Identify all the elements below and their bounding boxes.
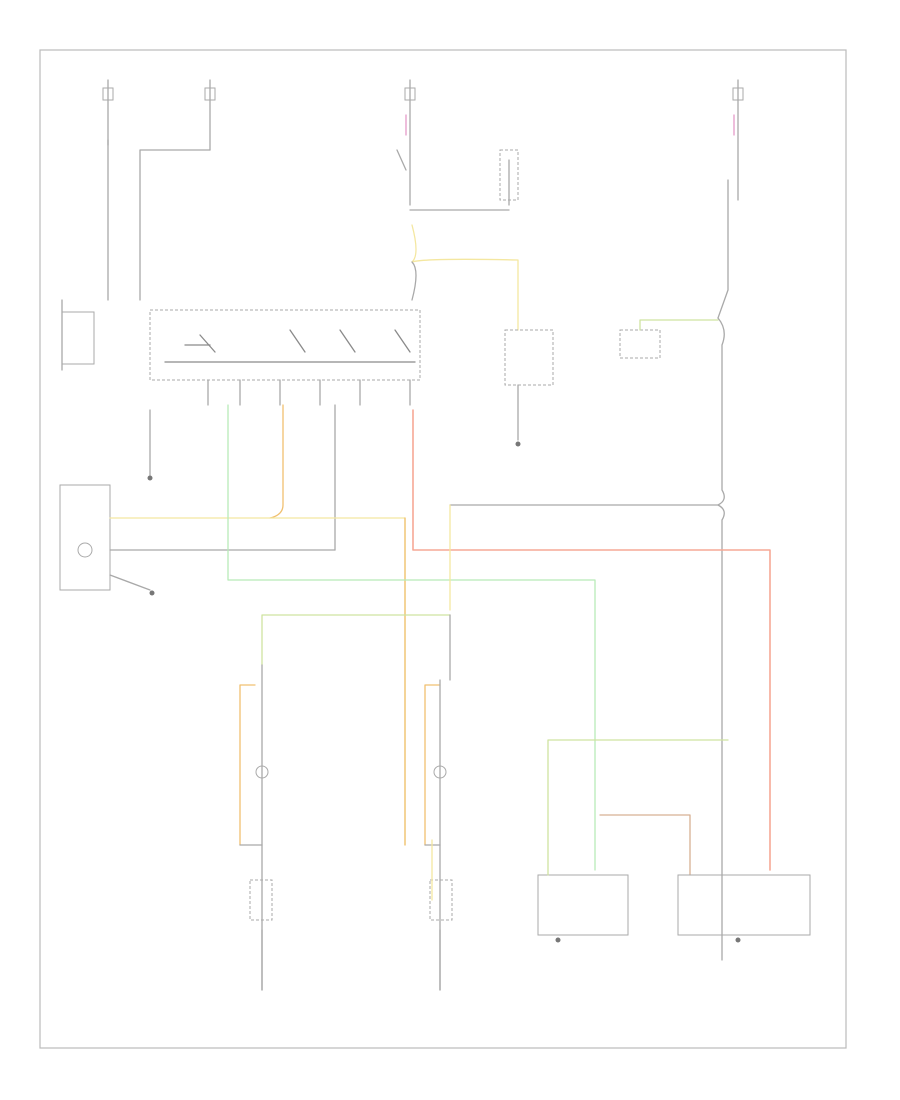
fuse-feed-2 (139, 79, 216, 301)
instrument-cluster (59, 404, 336, 596)
parking-lamp-feed (261, 614, 451, 681)
right-trunk (449, 317, 725, 961)
fuse-feed-3 (396, 79, 416, 206)
dimmer-relay-box (504, 329, 554, 447)
switch-ground (147, 409, 153, 481)
dimmer-relay-top (409, 149, 519, 211)
left-front-lamp-assembly (537, 739, 729, 943)
green-circuit (227, 404, 596, 871)
orange-circuit (109, 404, 406, 846)
diagram-border (39, 49, 847, 1049)
fuse-feed-4 (717, 79, 744, 319)
right-front-lamp-assembly (677, 874, 811, 943)
yellow-feed-branch (411, 224, 519, 331)
right-lamp-column (424, 679, 453, 991)
red-circuit (412, 409, 771, 871)
headlamp-switch (149, 309, 421, 406)
left-connector-block (61, 299, 95, 371)
fuse-feed-1 (102, 79, 114, 301)
left-lamp-column (239, 664, 273, 991)
right-side-component (619, 319, 719, 359)
